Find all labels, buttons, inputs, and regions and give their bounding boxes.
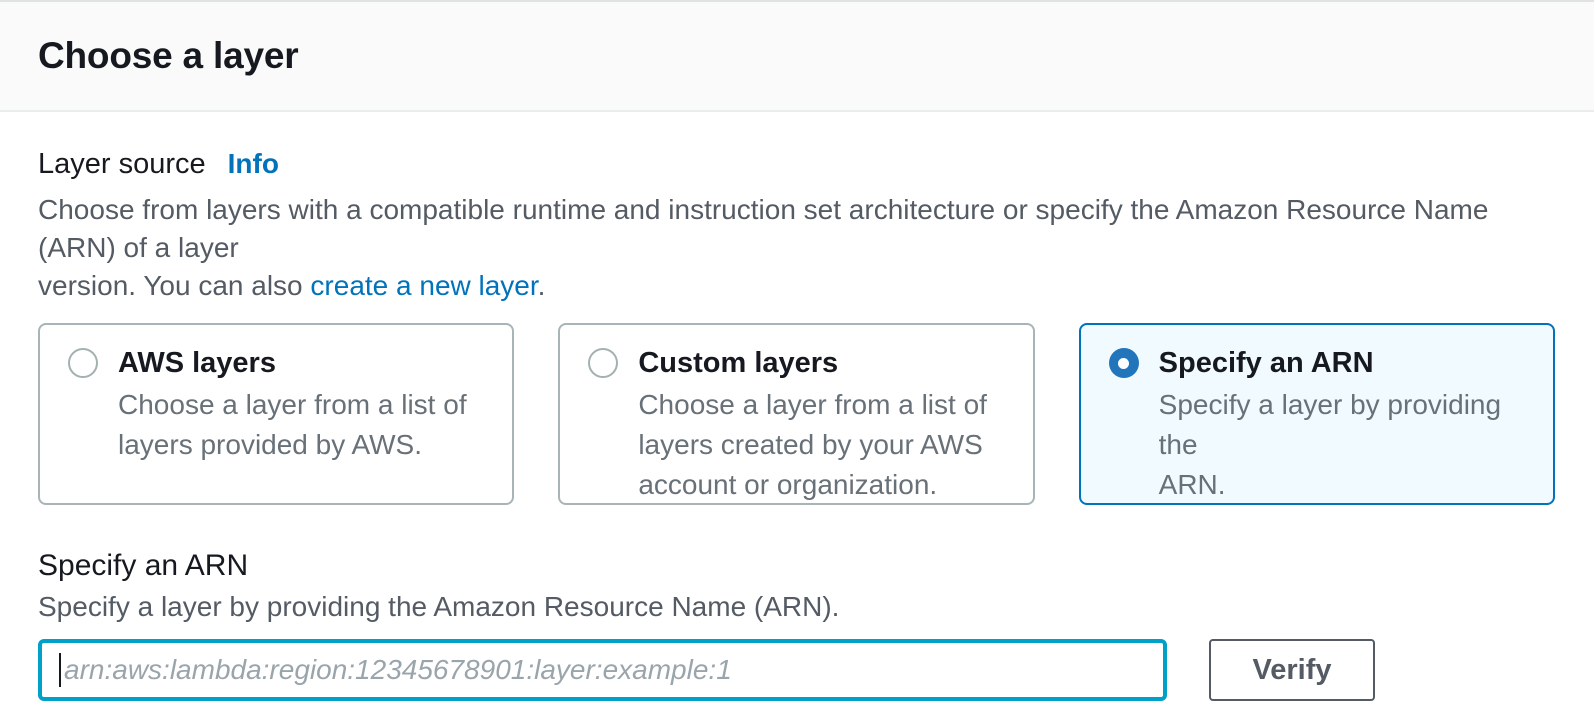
layer-source-options: AWS layers Choose a layer from a list of… (38, 323, 1555, 505)
radio-unselected-icon[interactable] (68, 348, 98, 378)
option-custom-layers-text: Custom layers Choose a layer from a list… (638, 345, 987, 505)
panel-body: Layer source Info Choose from layers wit… (0, 148, 1594, 701)
option-description-line: ARN. (1158, 469, 1226, 500)
option-specify-an-arn-text: Specify an ARN Specify a layer by provid… (1159, 345, 1529, 505)
option-description-line: layers created by your AWS (638, 429, 983, 460)
description-line-1: Choose from layers with a compatible run… (38, 194, 1489, 263)
description-line-2-text: version. You can also (38, 270, 311, 301)
create-new-layer-link[interactable]: create a new layer (310, 270, 538, 301)
option-description-line: Specify a layer by providing the (1158, 389, 1502, 460)
option-aws-layers-text: AWS layers Choose a layer from a list of… (118, 345, 467, 465)
option-description-line: layers provided by AWS. (118, 429, 422, 460)
option-title: AWS layers (118, 347, 276, 379)
option-description-line: Choose a layer from a list of (638, 389, 987, 420)
specify-arn-description: Specify a layer by providing the Amazon … (38, 591, 840, 622)
option-custom-layers[interactable]: Custom layers Choose a layer from a list… (558, 323, 1035, 505)
option-description: Choose a layer from a list of layers cre… (638, 385, 987, 505)
option-description: Choose a layer from a list of layers pro… (118, 385, 467, 465)
option-description: Specify a layer by providing the ARN. (1159, 385, 1529, 505)
description-line-2: version. You can also create a new layer… (38, 267, 1555, 305)
option-description-line: account or organization. (638, 469, 938, 500)
option-aws-layers[interactable]: AWS layers Choose a layer from a list of… (38, 323, 515, 505)
arn-input-wrap (38, 639, 1167, 701)
description-line-2-suffix: . (537, 270, 546, 301)
option-specify-an-arn[interactable]: Specify an ARN Specify a layer by provid… (1078, 323, 1555, 505)
layer-source-label-row: Layer source Info (38, 148, 1555, 181)
arn-input-row: Verify (38, 639, 1555, 701)
page-title: Choose a layer (38, 35, 299, 76)
panel-header: Choose a layer (0, 2, 1594, 112)
info-link[interactable]: Info (227, 148, 279, 179)
text-cursor (59, 653, 61, 687)
arn-input[interactable] (38, 639, 1167, 701)
option-title: Specify an ARN (1158, 347, 1374, 379)
radio-selected-icon[interactable] (1108, 348, 1139, 378)
option-description-line: Choose a layer from a list of (118, 389, 467, 420)
option-title: Custom layers (638, 347, 839, 379)
layer-source-label: Layer source (38, 148, 206, 180)
specify-arn-heading: Specify an ARN (38, 549, 249, 582)
verify-button[interactable]: Verify (1209, 639, 1375, 701)
layer-source-description: Choose from layers with a compatible run… (38, 191, 1555, 305)
radio-unselected-icon[interactable] (588, 348, 619, 378)
